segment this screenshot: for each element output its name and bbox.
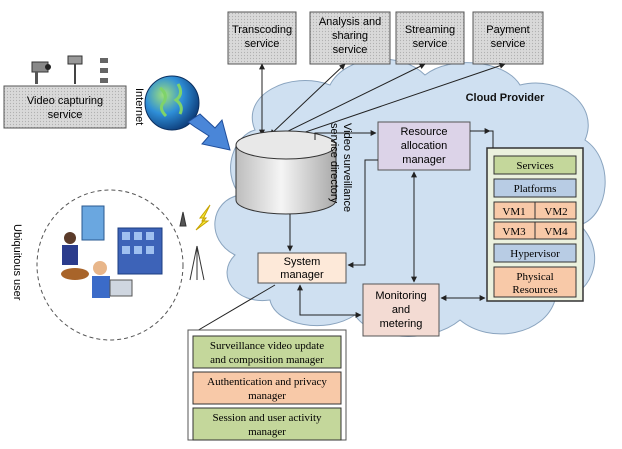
stack-vm4: VM4 [544,226,568,238]
analysis-line1: Analysis and [319,16,381,28]
resource-line3: manager [402,154,446,166]
internal-connectors [189,128,494,336]
submodule-2-line1: Authentication and privacy [207,376,327,388]
submodule-3-line2: manager [248,426,286,438]
submodule-3-line1: Session and user activity [212,412,322,424]
submodule-2-line2: manager [248,390,286,402]
resource-allocation-manager-box: Resource allocation manager [377,121,471,171]
transcoding-line1: Transcoding [232,24,292,36]
stack-hypervisor: Hypervisor [510,248,560,260]
streaming-line1: Streaming [405,24,455,36]
monitoring-metering-box: Monitoring and metering [362,283,440,337]
submodules-panel: Surveillance video update and compositio… [187,329,347,441]
directory-label-line1: Video surveillance [341,123,353,212]
system-line1: System [284,256,321,268]
streaming-service-box: Streaming service [395,11,465,65]
stack-services: Services [516,160,553,172]
user-devices-icons [61,205,163,298]
stack-platforms: Platforms [514,183,557,195]
streaming-line2: service [413,38,448,50]
directory-database-icon [235,130,337,215]
service-connectors [259,62,506,142]
cloud-provider-label: Cloud Provider [466,92,546,104]
analysis-sharing-service-box: Analysis and sharing service [309,11,391,65]
camera-icons [31,55,108,84]
monitoring-line3: metering [380,318,423,330]
video-capture-line2: service [48,109,83,121]
internet-label: Internet [133,88,145,125]
resource-line1: Resource [400,126,447,138]
video-capturing-service-box: Video capturing service [3,85,127,129]
stack-vm3: VM3 [502,226,526,238]
ubiquitous-user-label: Ubiquitous user [11,224,23,301]
internet-arrow-icon [187,113,231,151]
system-manager-box: System manager [257,252,347,284]
payment-service-box: Payment service [472,11,544,65]
analysis-line3: service [333,44,368,56]
system-line2: manager [280,269,324,281]
stack-vm2: VM2 [544,206,567,218]
monitoring-line2: and [392,304,410,316]
stack-vm1: VM1 [502,206,525,218]
payment-line1: Payment [486,24,529,36]
virtualization-stack: Services Platforms VM1 VM2 VM3 VM4 Hyper… [486,147,584,302]
globe-icon [144,75,200,131]
payment-line2: service [491,38,526,50]
monitoring-line1: Monitoring [375,290,426,302]
analysis-line2: sharing [332,30,368,42]
directory-label-line2: service directory [328,123,340,204]
wireless-tower-icon [179,204,211,281]
submodule-1-line2: and composition manager [210,354,324,366]
submodule-1-line1: Surveillance video update [210,340,324,352]
video-capture-line1: Video capturing [27,95,103,107]
stack-physical-line1: Physical [516,271,553,283]
transcoding-service-box: Transcoding service [227,11,297,65]
resource-line2: allocation [401,140,447,152]
stack-physical-line2: Resources [512,284,557,296]
transcoding-line2: service [245,38,280,50]
